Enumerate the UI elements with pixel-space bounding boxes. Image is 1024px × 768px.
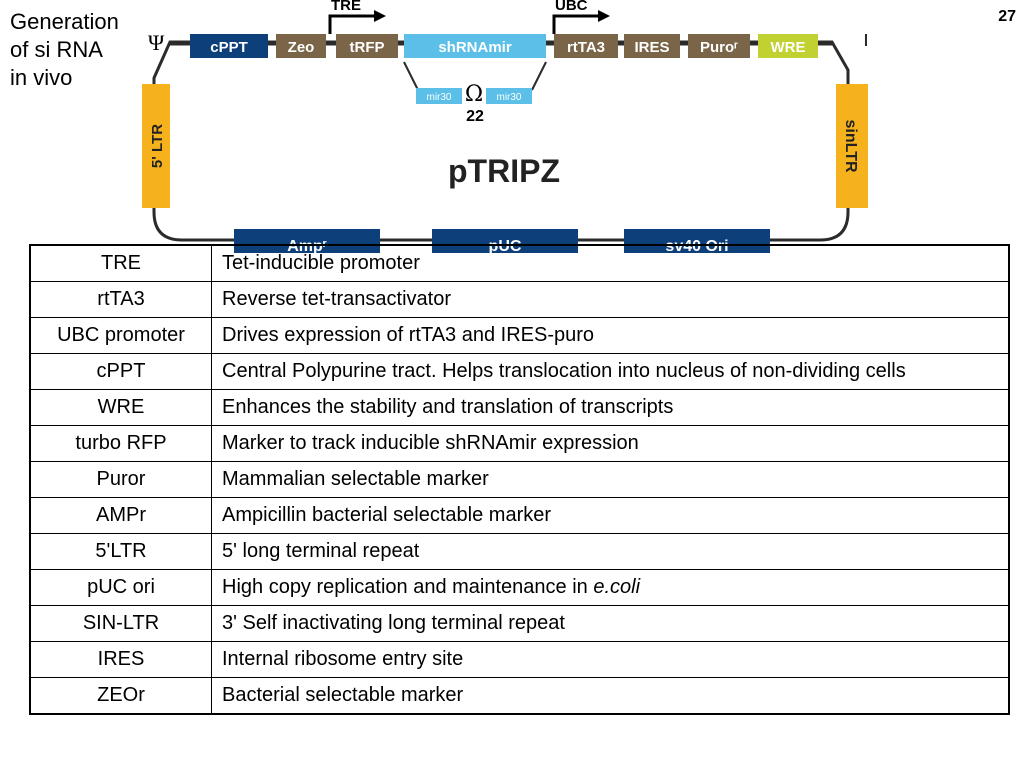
wre-label: WRE [771,39,806,56]
rtta3-label: rtTA3 [567,39,605,56]
description-cell: 3' Self inactivating long terminal repea… [211,605,1010,642]
slide-title: Generation of si RNA in vivo [10,9,119,90]
hairpin-right-line [531,61,547,91]
table-row: Puror Mammalian selectable marker [29,461,1010,498]
vector-map: Ψ cPPT Zeo tRFP shRNAmir rtTA3 IRES Puro… [142,0,868,255]
table-row: rtTA3 Reverse tet-transactivator [29,281,1010,318]
table-row: 5'LTR 5' long terminal repeat [29,533,1010,570]
plasmid-name: pTRIPZ [448,153,560,189]
table-row: turbo RFP Marker to track inducible shRN… [29,425,1010,462]
trfp-box [336,34,398,58]
tre-label: TRE [331,0,361,14]
shrnamir-box [404,34,546,58]
puro-box [688,34,750,58]
table-row: UBC promoter Drives expression of rtTA3 … [29,317,1010,354]
tre-arrowhead [374,10,386,22]
term-cell: AMPr [29,497,212,534]
term-cell: UBC promoter [29,317,212,354]
ltr-5-box [142,84,170,208]
description-cell: Enhances the stability and translation o… [211,389,1010,426]
table-row: IRES Internal ribosome entry site [29,641,1010,678]
rtta3-box [554,34,618,58]
description-italic-text: e.coli [593,576,641,598]
puro-label: Puroʳ [700,39,738,56]
hairpin-left-line [403,61,419,91]
wre-box [758,34,818,58]
zeo-box [276,34,326,58]
term-cell: TRE [29,244,212,282]
mir30-left-box [416,88,462,104]
table-row: TRE Tet-inducible promoter [29,244,1010,282]
mir30-right-box [486,88,532,104]
description-cell: High copy replication and maintenance in… [211,569,1010,606]
loop-size-label: 22 [466,108,484,125]
mir30-left-label: mir30 [426,92,451,103]
ubc-arrow [552,14,600,34]
table-row: SIN-LTR 3' Self inactivating long termin… [29,605,1010,642]
description-cell: Ampicillin bacterial selectable marker [211,497,1010,534]
glossary-table: TRE Tet-inducible promoter rtTA3 Reverse… [29,244,1010,715]
description-cell: Tet-inducible promoter [211,244,1010,282]
description-cell: Drives expression of rtTA3 and IRES-puro [211,317,1010,354]
ubc-arrowhead [598,10,610,22]
page-number: 27 [998,8,1016,25]
cppt-label: cPPT [210,39,248,56]
term-cell: pUC ori [29,569,212,606]
table-row: ZEOr Bacterial selectable marker [29,677,1010,715]
table-row: pUC ori High copy replication and mainte… [29,569,1010,606]
description-text: High copy replication and maintenance in [222,576,594,598]
term-cell: WRE [29,389,212,426]
term-cell: rtTA3 [29,281,212,318]
table-row: WRE Enhances the stability and translati… [29,389,1010,426]
cppt-box [190,34,268,58]
mir30-right-label: mir30 [496,92,521,103]
description-cell: Marker to track inducible shRNAmir expre… [211,425,1010,462]
psi-symbol: Ψ [148,30,165,55]
description-cell: Bacterial selectable marker [211,677,1010,715]
term-cell: Puror [29,461,212,498]
ubc-label: UBC [555,0,588,14]
description-cell: Reverse tet-transactivator [211,281,1010,318]
sin-ltr-label: sinLTR [842,119,859,172]
tre-arrow [328,14,376,34]
description-cell: 5' long terminal repeat [211,533,1010,570]
shrnamir-label: shRNAmir [438,39,512,56]
term-cell: cPPT [29,353,212,390]
backbone-line [152,40,850,242]
trfp-label: tRFP [350,39,385,56]
description-cell: Mammalian selectable marker [211,461,1010,498]
ires-label: IRES [634,39,669,56]
term-cell: SIN-LTR [29,605,212,642]
term-cell: turbo RFP [29,425,212,462]
zeo-label: Zeo [288,39,315,56]
term-cell: 5'LTR [29,533,212,570]
term-cell: ZEOr [29,677,212,715]
sin-ltr-box [836,84,868,208]
table-row: cPPT Central Polypurine tract. Helps tra… [29,353,1010,390]
description-cell: Internal ribosome entry site [211,641,1010,678]
ltr-5-label: 5' LTR [149,124,166,168]
table-row: AMPr Ampicillin bacterial selectable mar… [29,497,1010,534]
term-cell: IRES [29,641,212,678]
ires-box [624,34,680,58]
hairpin-loop: Ω [465,82,483,107]
description-cell: Central Polypurine tract. Helps transloc… [211,353,1010,390]
